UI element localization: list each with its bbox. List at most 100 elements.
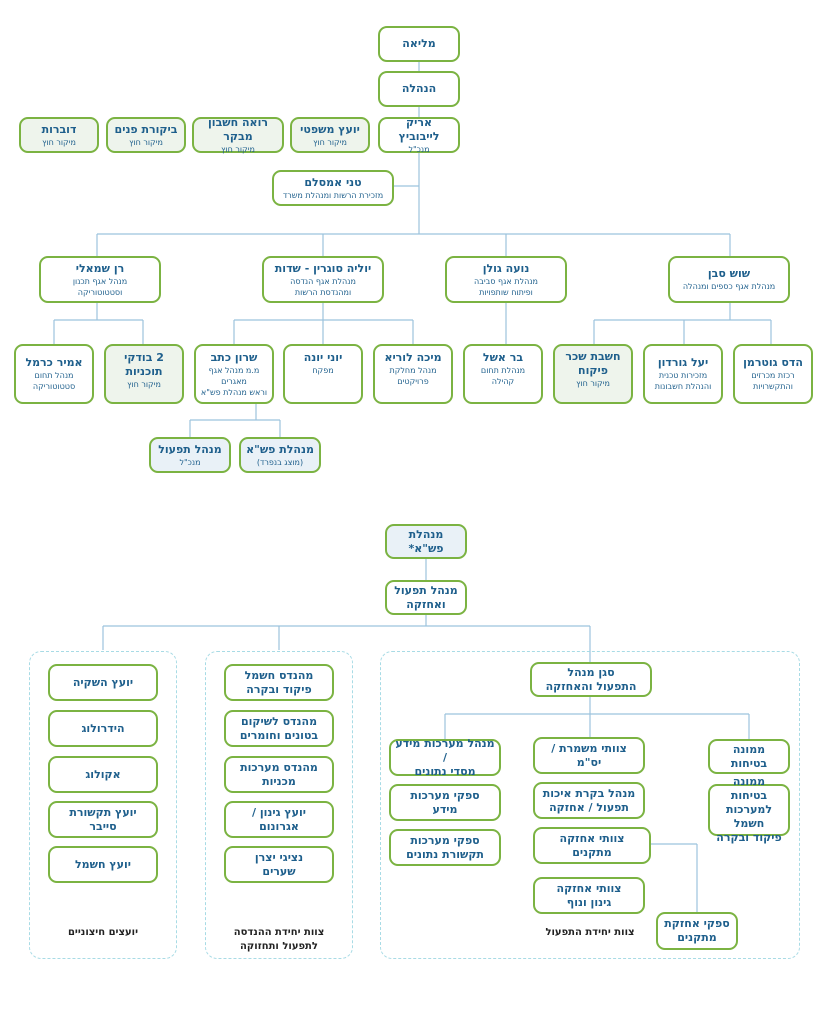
legal-advisor-sub: מיקור חוץ	[313, 137, 347, 147]
safety-title: ממונה בטיחות	[730, 742, 768, 770]
maint-fix-box: צוותי אחזקה מתקנים	[533, 827, 651, 864]
ran-role-2: וסטטוטוריקה	[77, 287, 123, 297]
ops-manager-sub: מנכ"ל	[179, 457, 201, 467]
eng-concrete-l2: בטונים וחומרים	[239, 728, 319, 742]
irrigation-box: יועץ השקיה	[48, 664, 158, 701]
spokesperson-sub: מיקור חוץ	[42, 137, 76, 147]
quality-l2: תפעול / אחזקה	[549, 800, 629, 814]
it-suppliers-l1: ספקי מערכות	[410, 788, 480, 802]
it-manager-box: מנהל מערכות מידע / מסדי נתונים	[389, 736, 501, 778]
yoni-box: יוני יונה מפקח	[283, 344, 363, 404]
mika-name: מיכה לוריא	[384, 351, 442, 364]
accountant-box: רואה חשבון מבקר מיקור חוץ	[192, 115, 284, 154]
accountant-title: רואה חשבון מבקר	[208, 115, 268, 143]
psha-root-box: מנהלת פש"א*	[385, 524, 467, 559]
engineering-unit-label-1: צוות יחידת ההנדסה	[233, 927, 325, 938]
amir-role-2: סטטוטוריקה	[32, 382, 76, 391]
eng-concrete-l1: מהנדס לשיקום	[240, 714, 318, 728]
supplier-fix-l2: מתקנים	[677, 931, 717, 944]
mika-role-1: מנהל מחלקת	[389, 366, 437, 375]
supplier-fix-box: ספקי אחזקת מתקנים	[656, 912, 738, 950]
checkers-title: 2 בודקי תוכניות	[124, 351, 164, 378]
deputy-l1: סגן מנהל	[567, 665, 615, 679]
yael-role-2: והנהלת חשבונות	[654, 382, 712, 391]
mika-box: מיכה לוריא מנהל מחלקת פרויקטים	[373, 344, 453, 404]
secretary-name: טני אמסלם	[304, 175, 362, 189]
sharon-role-1: מ.מ מנהל אגף	[208, 365, 260, 375]
ceo-name: אריק לייבוביץ	[398, 115, 440, 143]
noa-role-1: מנהלת אגף סביבה	[474, 276, 538, 286]
hydrology-title: הידרולוג	[81, 721, 125, 735]
electric-box: יועץ חשמל	[48, 846, 158, 883]
quality-l1: מנהל בקרת איכות	[542, 786, 636, 800]
bar-name: בר אשל	[482, 351, 524, 364]
legal-advisor-box: יועץ משפטי מיקור חוץ	[290, 117, 370, 153]
yulia-box: יוליה סוגרין - שדות מנהלת אגף הנדסה ומהנ…	[262, 256, 384, 303]
gates-l2: שערים	[262, 864, 296, 878]
ceo-box: אריק לייבוביץ מנכ"ל	[378, 115, 460, 154]
gardening-l1: יועץ גינון /	[252, 805, 306, 819]
yael-name: יעל גורדון	[657, 356, 709, 369]
ecology-title: אקולוג	[85, 767, 121, 781]
safety-elec-l3: פיקוד ובקרה	[716, 831, 782, 844]
bar-box: בר אשל מנהלת תחום קהילה	[463, 344, 543, 404]
shosh-name: שוש סבן	[707, 267, 751, 280]
sharon-box: שרון כתב מ.מ מנהל אגף מאגרים וראש מנהלת …	[194, 344, 274, 404]
gardening-l2: אגרונום	[259, 819, 299, 833]
checkers-sub: מיקור חוץ	[127, 380, 161, 389]
maint-garden-l1: צוותי אחזקה	[556, 881, 622, 895]
eng-elec-l1: מהנדס חשמל	[244, 668, 314, 682]
yael-role-1: מזכירות טכנית	[658, 371, 708, 380]
comm-suppliers-l2: תקשורת נתונים	[406, 847, 484, 861]
secretary-box: טני אמסלם מזכירת הרשות ומנהלת משרד	[272, 170, 394, 206]
maint-garden-box: צוותי אחזקה גינון ונוף	[533, 877, 645, 914]
ops-maint-box: מנהל תפעול ואחזקה	[385, 580, 467, 615]
payroll-box: חשבת שכר פיקוח מיקור חוץ	[553, 344, 633, 404]
cyber-l1: יועץ תקשורת	[69, 805, 137, 819]
ops-maint-l2: ואחזקה	[406, 597, 446, 611]
ceo-role: מנכ"ל	[408, 144, 430, 154]
yael-box: יעל גורדון מזכירות טכנית והנהלת חשבונות	[643, 344, 723, 404]
ops-manager-title: מנהל תפעול	[158, 442, 222, 456]
comm-suppliers-box: ספקי מערכות תקשורת נתונים	[389, 829, 501, 866]
maint-fix-title: צוותי אחזקה מתקנים	[559, 831, 625, 859]
irrigation-title: יועץ השקיה	[72, 675, 134, 689]
hadas-name: הדס גוטרמן	[743, 356, 803, 369]
checkers-box: 2 בודקי תוכניות מיקור חוץ	[104, 344, 184, 404]
amir-role-1: מנהל תחום	[34, 371, 74, 380]
internal-audit-title: ביקורת פנים	[114, 122, 178, 136]
payroll-title-1: חשבת שכר	[565, 350, 621, 363]
board-box: הנהלה	[378, 71, 460, 107]
it-suppliers-box: ספקי מערכות מידע	[389, 784, 501, 821]
plenum-box: מליאה	[378, 26, 460, 62]
shift-teams-l2: יס"מ	[576, 755, 602, 769]
spokesperson-title: דוברות	[41, 122, 77, 136]
bar-role-2: קהילה	[491, 377, 515, 386]
external-consultants-group	[29, 651, 177, 959]
engineering-unit-label: צוות יחידת ההנדסה לתפעול ותחזוקה	[210, 926, 348, 954]
eng-mech-box: מהנדס מערכות מכניות	[224, 756, 334, 793]
bar-role-1: מנהלת תחום	[480, 366, 526, 375]
hadas-box: הדס גוטרמן רכזת מכרזים והתקשרויות	[733, 344, 813, 404]
comm-suppliers-l1: ספקי מערכות	[410, 833, 480, 847]
it-manager-l2: מסדי נתונים	[414, 764, 476, 778]
engineering-unit-label-2: לתפעול ותחזוקה	[240, 941, 318, 952]
ops-unit-label: צוות יחידת התפעול	[545, 927, 635, 938]
yulia-role-1: מנהלת אגף הנדסה	[290, 276, 356, 286]
ran-box: רן שמאלי מנהל אגף תכנון וסטטוטוריקה	[39, 256, 161, 303]
eng-concrete-box: מהנדס לשיקום בטונים וחומרים	[224, 710, 334, 747]
eng-elec-box: מהנדס חשמל פיקוד ובקרה	[224, 664, 334, 701]
ran-name: רן שמאלי	[75, 261, 125, 275]
shift-teams-box: צוותי משמרת / יס"מ	[533, 737, 645, 774]
ran-role-1: מנהל אגף תכנון	[72, 276, 128, 286]
shosh-role: מנהלת אגף כספים ומנהלה	[682, 282, 776, 291]
psha-admin-box: מנהלת פש"א (מוצג בנפרד)	[239, 437, 321, 473]
gardening-box: יועץ גינון / אגרונום	[224, 801, 334, 838]
internal-audit-box: ביקורת פנים מיקור חוץ	[106, 117, 186, 153]
safety-box: ממונה בטיחות	[708, 739, 790, 774]
payroll-sub: מיקור חוץ	[576, 379, 610, 388]
amir-name: אמיר כרמל	[25, 356, 83, 369]
it-manager-l1: מנהל מערכות מידע /	[395, 736, 495, 764]
psha-admin-title: מנהלת פש"א	[246, 442, 314, 456]
cyber-l2: סייבר	[89, 819, 117, 833]
